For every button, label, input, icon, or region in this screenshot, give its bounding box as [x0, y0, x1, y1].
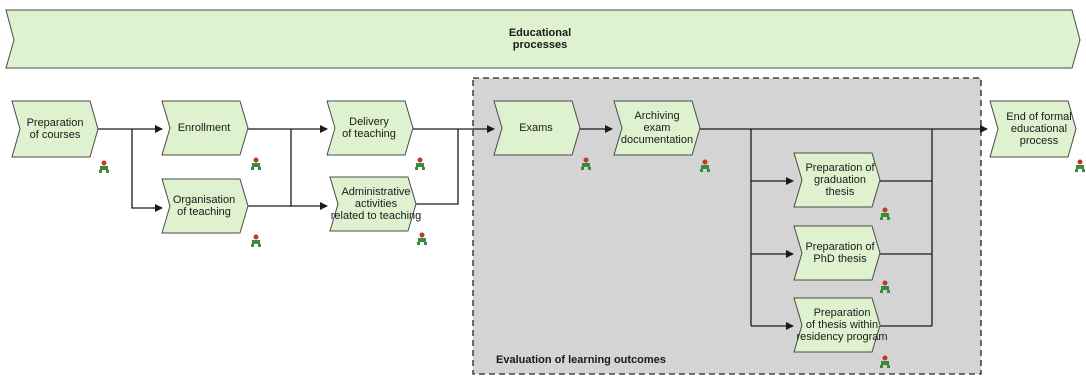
step-label-preparation-of-phd-thesis: Preparation of PhD thesis: [805, 241, 875, 265]
step-label-organisation-of-teaching: Organisation of teaching: [172, 194, 236, 218]
role-icon: [880, 280, 890, 293]
connector: [131, 129, 163, 212]
step-label-preparation-of-courses: Preparation of courses: [26, 117, 84, 141]
process-steps: [11, 100, 1077, 353]
role-icon: [880, 207, 890, 220]
step-label-archiving-exam-documentation: Archiving exam documentation: [620, 110, 694, 146]
role-icon: [880, 355, 890, 368]
step-shape-archiving-exam-documentation[interactable]: [613, 100, 701, 156]
step-shape-enrollment[interactable]: [161, 100, 249, 156]
step-shape-end-of-formal-educational-process[interactable]: [989, 100, 1077, 158]
step-label-administrative-activities: Administrative activities related to tea…: [330, 186, 422, 222]
step-shape-organisation-of-teaching[interactable]: [161, 178, 249, 234]
step-shape-preparation-of-courses[interactable]: [11, 100, 99, 158]
educational-processes-label: Educational processes: [508, 27, 572, 51]
educational-processes-banner[interactable]: [5, 9, 1081, 69]
role-icon: [417, 232, 427, 245]
role-icon: [99, 160, 109, 173]
role-icon: [1075, 159, 1085, 172]
connectors: [98, 125, 988, 330]
step-shape-preparation-of-phd-thesis[interactable]: [793, 225, 881, 281]
step-shape-administrative-activities[interactable]: [329, 176, 417, 232]
role-icon: [251, 234, 261, 247]
role-icon: [415, 157, 425, 170]
step-label-exams: Exams: [519, 122, 553, 134]
connector: [248, 129, 292, 207]
role-icon: [251, 157, 261, 170]
role-icons: [99, 157, 1085, 368]
step-shape-exams[interactable]: [493, 100, 581, 156]
evaluation-group-label: Evaluation of learning outcomes: [496, 354, 666, 366]
step-label-preparation-of-graduation-thesis: Preparation of graduation thesis: [805, 162, 875, 198]
step-label-preparation-of-thesis-within-residency-program: Preparation of thesis within residency p…: [796, 307, 888, 343]
role-icon: [581, 157, 591, 170]
connector: [413, 129, 459, 205]
role-icon: [700, 159, 710, 172]
step-shape-preparation-of-graduation-thesis[interactable]: [793, 152, 881, 208]
step-label-enrollment: Enrollment: [177, 122, 231, 134]
step-label-end-of-formal-educational-process: End of formal educational process: [1006, 111, 1072, 147]
step-shape-preparation-of-thesis-within-residency-program[interactable]: [793, 297, 881, 353]
step-label-delivery-of-teaching: Delivery of teaching: [342, 116, 396, 140]
step-shape-delivery-of-teaching[interactable]: [326, 100, 414, 156]
